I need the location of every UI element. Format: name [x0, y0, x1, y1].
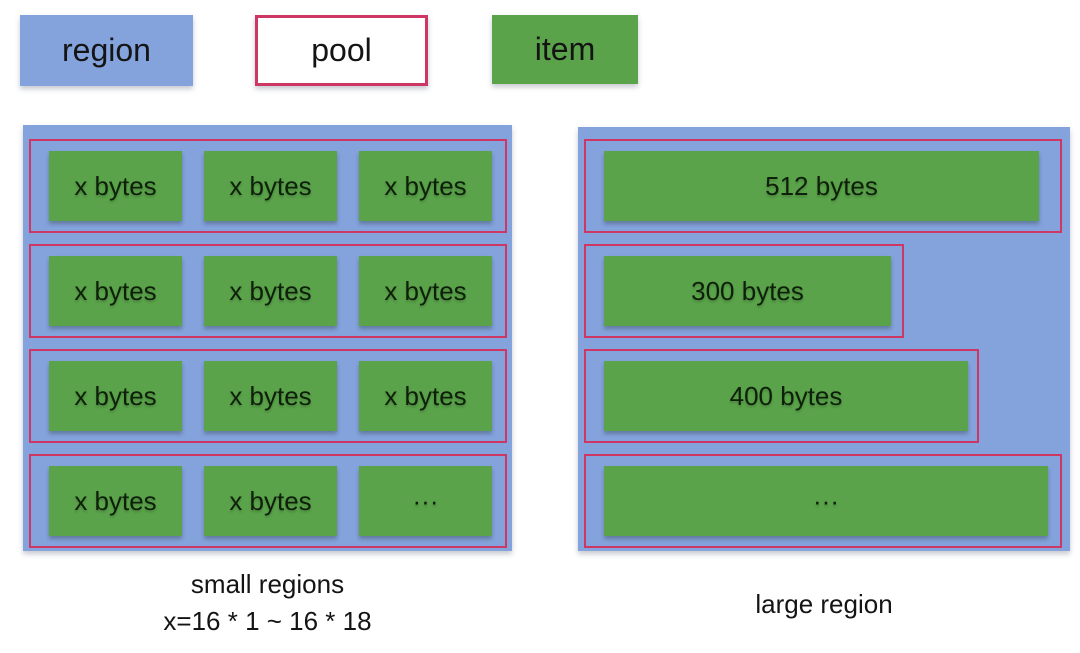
large-region: 512 bytes 300 bytes 400 bytes ···: [578, 127, 1070, 551]
memory-item: x bytes: [204, 466, 337, 536]
memory-item: 400 bytes: [604, 361, 968, 431]
memory-item: x bytes: [359, 151, 492, 221]
small-pool-2: x bytes x bytes x bytes: [29, 244, 507, 338]
small-region: x bytes x bytes x bytes x bytes x bytes …: [23, 125, 512, 551]
small-pool-3: x bytes x bytes x bytes: [29, 349, 507, 443]
large-pool-512: 512 bytes: [584, 139, 1062, 233]
memory-item-ellipsis: ···: [359, 466, 492, 536]
large-pool-300: 300 bytes: [584, 244, 904, 338]
large-region-caption-line1: large region: [755, 589, 893, 619]
small-region-caption: small regions x=16 * 1 ~ 16 * 18: [23, 566, 512, 640]
memory-item: x bytes: [204, 361, 337, 431]
memory-item: x bytes: [204, 256, 337, 326]
memory-item: x bytes: [359, 256, 492, 326]
legend-item-swatch: item: [492, 15, 638, 84]
memory-item: 300 bytes: [604, 256, 891, 326]
large-pool-ellipsis: ···: [584, 454, 1062, 548]
small-region-caption-line2: x=16 * 1 ~ 16 * 18: [163, 606, 372, 636]
memory-item: x bytes: [204, 151, 337, 221]
small-region-caption-line1: small regions: [190, 569, 345, 599]
legend-region-label: region: [62, 32, 151, 68]
memory-item: x bytes: [359, 361, 492, 431]
small-pool-4: x bytes x bytes ···: [29, 454, 507, 548]
legend-pool-label: pool: [311, 32, 372, 68]
small-pool-1: x bytes x bytes x bytes: [29, 139, 507, 233]
legend-pool-swatch: pool: [255, 15, 428, 86]
memory-item: x bytes: [49, 466, 182, 536]
memory-item: 512 bytes: [604, 151, 1039, 221]
large-pool-400: 400 bytes: [584, 349, 979, 443]
large-region-caption: large region: [578, 586, 1070, 623]
memory-item-ellipsis: ···: [604, 466, 1048, 536]
memory-item: x bytes: [49, 151, 182, 221]
memory-item: x bytes: [49, 256, 182, 326]
memory-item: x bytes: [49, 361, 182, 431]
legend-region-swatch: region: [20, 15, 193, 86]
legend-item-label: item: [534, 31, 596, 67]
